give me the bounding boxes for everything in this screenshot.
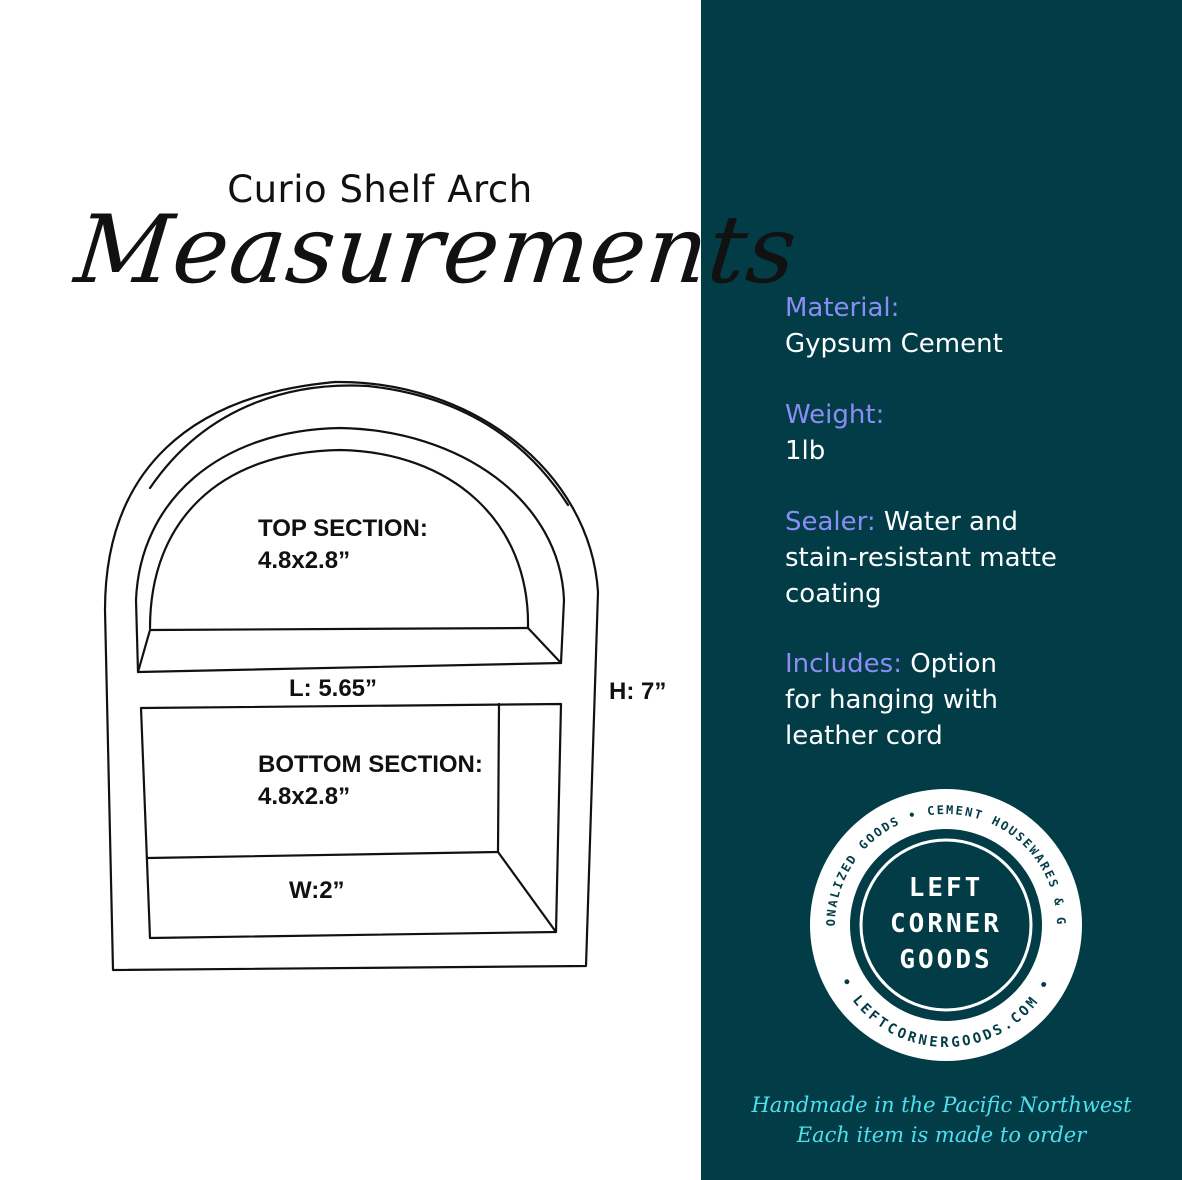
includes-label: Includes: [785, 649, 902, 679]
includes-value-2: for hanging with [785, 685, 999, 715]
height-label: H: 7” [609, 678, 667, 705]
bottom-floor-back [146, 850, 500, 860]
footer-line-2: Each item is made to order [796, 1123, 1087, 1147]
top-shelf-floor [148, 626, 530, 632]
width-label: W:2” [289, 877, 345, 904]
includes-value-3: leather cord [785, 721, 943, 751]
badge-line-3: GOODS [899, 945, 992, 975]
badge-line-1: LEFT [909, 873, 984, 903]
bottom-section-size: 4.8x2.8” [258, 783, 351, 810]
sealer-value-1: Water and [883, 507, 1018, 537]
sealer-label: Sealer: [785, 507, 876, 537]
badge-line-2: CORNER [890, 909, 1002, 939]
badge-inner-ring [859, 838, 1033, 1012]
includes-value-1: Option [910, 649, 997, 679]
spec-weight: Weight: 1lb [785, 397, 1155, 469]
diagram-panel [0, 0, 701, 1180]
top-section-label: TOP SECTION: [258, 515, 428, 542]
material-value: Gypsum Cement [785, 329, 1003, 359]
weight-label: Weight: [785, 400, 885, 430]
bottom-back-right [496, 702, 501, 854]
material-label: Material: [785, 293, 900, 323]
badge-inner-circle [850, 829, 1042, 1021]
badge-ring-top-text: PERSONALIZED GOODS • CEMENT HOUSEWARES &… [0, 0, 1066, 926]
product-subtitle: Curio Shelf Arch [227, 168, 533, 211]
shelf-outer-outline [103, 380, 600, 972]
shelf-back-arc [148, 384, 570, 507]
bottom-section-label: BOTTOM SECTION: [258, 751, 483, 778]
spec-includes: Includes: Option for hanging with leathe… [785, 646, 1155, 754]
spec-sealer: Sealer: Water and stain-resistant matte … [785, 504, 1155, 612]
sealer-value-3: coating [785, 579, 882, 609]
top-compartment-back [148, 448, 530, 630]
top-shelf-left-edge [136, 628, 152, 674]
weight-value: 1lb [785, 436, 826, 466]
spec-material: Material: Gypsum Cement [785, 290, 1155, 362]
footer-line-1: Handmade in the Pacific Northwest [751, 1093, 1132, 1117]
top-compartment-outline [134, 426, 566, 674]
top-shelf-right-edge [526, 626, 563, 665]
top-section-size: 4.8x2.8” [258, 547, 351, 574]
shelf-diagram [103, 380, 600, 972]
bottom-floor-right [496, 850, 558, 934]
length-label: L: 5.65” [289, 675, 378, 702]
sealer-value-2: stain-resistant matte [785, 543, 1057, 573]
